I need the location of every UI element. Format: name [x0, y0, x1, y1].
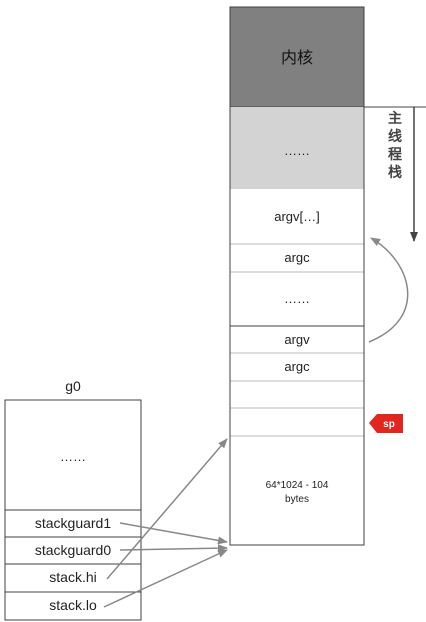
stack-outline	[229, 6, 365, 546]
kernel-label: 内核	[281, 48, 313, 67]
stack-lower-frame	[230, 189, 364, 545]
reserved-size-label-line1: 64*1024 - 104	[266, 480, 329, 491]
argc-lower-cell: argc	[284, 359, 310, 374]
g0-field-stackguard1: stackguard1	[35, 515, 111, 531]
kernel-block	[229, 6, 365, 108]
argv-array-cell: argv[…]	[274, 209, 320, 224]
argv-cell: argv	[284, 332, 310, 347]
stack-lo-pointer-arrow	[103, 549, 228, 608]
main-stack-label-char: 栈	[388, 164, 402, 181]
stack-hi-pointer-arrow	[106, 438, 228, 580]
stackguard0-pointer-arrow	[119, 544, 228, 553]
g0-field-stackguard0: stackguard0	[35, 542, 111, 558]
main-stack-ellipsis: ……	[284, 143, 310, 158]
g0-struct: g0 …… stackguard1 stackguard0 stack.hi s…	[4, 378, 142, 621]
g0-title: g0	[65, 378, 81, 394]
argv-pointer-arrow	[368, 237, 409, 343]
main-stack-label-char: 主	[388, 110, 402, 127]
sp-badge-label: sp	[383, 419, 395, 430]
main-stack-label-char: 线	[388, 128, 402, 145]
main-stack-label-char: 程	[388, 147, 402, 163]
stack-column: 内核 …… argv[…] argc …… argv argc 64*1024 …	[229, 6, 365, 546]
g0-field-stack-lo: stack.lo	[49, 597, 97, 613]
argc-upper-cell: argc	[284, 250, 310, 265]
stackguard1-pointer-arrow	[119, 522, 228, 545]
g0-ellipsis: ……	[60, 449, 86, 464]
sp-badge: sp	[369, 414, 403, 433]
main-thread-stack-indicator: 主 线 程 栈	[364, 106, 426, 242]
sp-badge-shape	[369, 414, 403, 433]
middle-ellipsis-cell: ……	[284, 291, 310, 306]
main-stack-top-block	[230, 107, 364, 189]
g0-field-stack-hi: stack.hi	[49, 569, 96, 585]
reserved-size-label-line2: bytes	[285, 494, 309, 505]
